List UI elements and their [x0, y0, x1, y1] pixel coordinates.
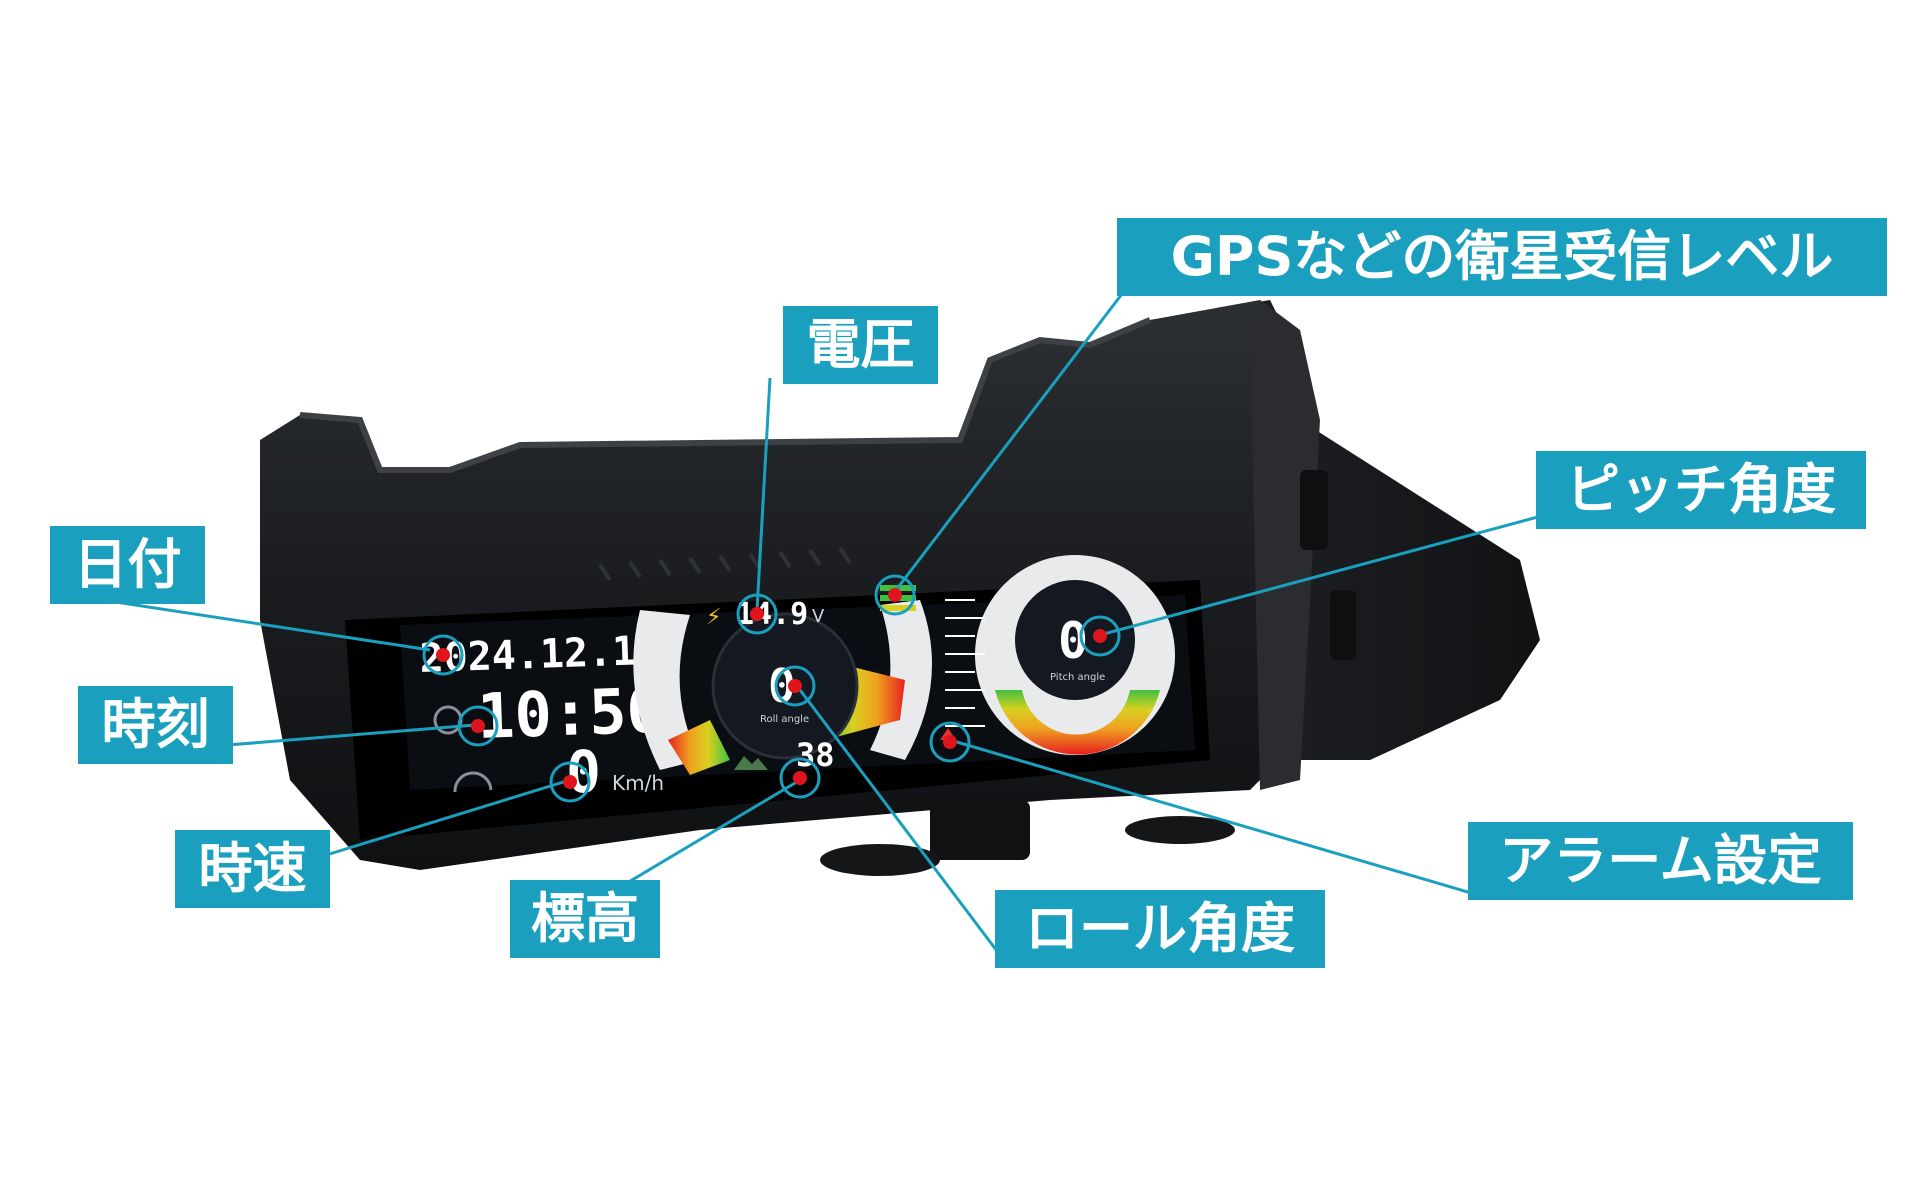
date-readout: 2024.12.13: [419, 628, 661, 682]
speed-unit: Km/h: [612, 771, 664, 795]
label-alarm-setting: アラーム設定: [1468, 822, 1853, 900]
mountain-icon: [734, 756, 768, 770]
label-time: 時刻: [78, 686, 233, 764]
label-roll-angle: ロール角度: [995, 890, 1325, 968]
roll-caption: Roll angle: [760, 714, 809, 725]
pitch-scale-ticks: [945, 599, 985, 727]
label-voltage: 電圧: [783, 306, 938, 384]
label-gps-signal: GPSなどの衛星受信レベル: [1117, 218, 1887, 296]
pitch-caption: Pitch angle: [1050, 672, 1105, 683]
label-speed: 時速: [175, 830, 330, 908]
roll-gauge: 0 Roll angle: [633, 600, 932, 775]
side-button-2: [1330, 590, 1356, 660]
speedometer-icon: [453, 771, 493, 793]
label-date: 日付: [50, 526, 205, 604]
label-pitch-angle: ピッチ角度: [1536, 451, 1866, 529]
bolt-icon: ⚡: [706, 605, 721, 630]
vent-ribs: [598, 546, 852, 582]
pitch-value: 0: [1058, 612, 1088, 670]
callout-markers: [422, 574, 1121, 803]
voltage-unit: V: [812, 606, 825, 627]
pitch-gauge: 0 Pitch angle: [975, 555, 1175, 755]
side-button: [1300, 470, 1328, 550]
label-altitude: 標高: [510, 880, 660, 958]
time-readout: 10:50: [476, 674, 665, 753]
